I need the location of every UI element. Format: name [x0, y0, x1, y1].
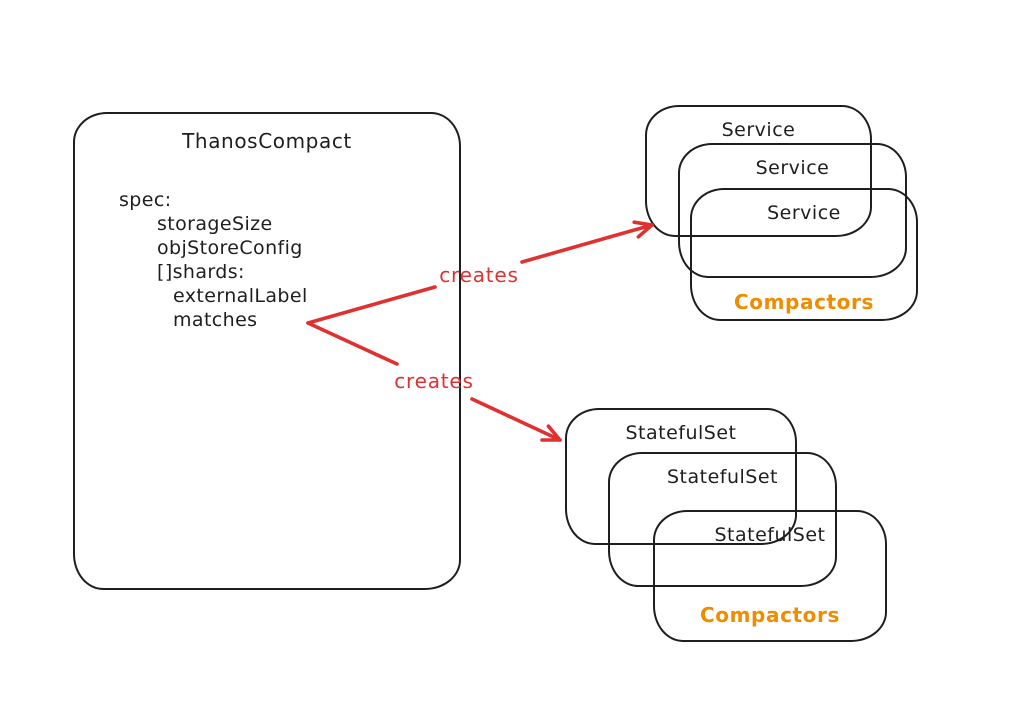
thanoscompact-box: ThanosCompact spec: storageSize objStore…	[73, 112, 461, 590]
compactors-label-services: Compactors	[734, 290, 874, 314]
statefulset-box-label: StatefulSet	[714, 524, 826, 546]
statefulset-box-2: StatefulSet	[608, 452, 837, 587]
statefulset-box-3: StatefulSet Compactors	[653, 510, 887, 642]
service-box-3: Service Compactors	[690, 188, 918, 321]
spec-line: spec:	[119, 189, 172, 211]
spec-block: spec: storageSize objStoreConfig []shard…	[119, 188, 308, 332]
service-box-label: Service	[721, 119, 796, 141]
arrowhead-icon	[632, 220, 654, 239]
compactors-label-statefulsets: Compactors	[700, 603, 840, 627]
arrowhead-icon	[540, 424, 562, 442]
spec-line: matches	[173, 309, 258, 331]
spec-line: []shards:	[157, 261, 245, 283]
thanoscompact-title: ThanosCompact	[182, 129, 352, 153]
spec-line: objStoreConfig	[157, 237, 303, 259]
statefulset-box-label: StatefulSet	[666, 466, 778, 488]
service-box-label: Service	[767, 202, 841, 224]
spec-line: externalLabel	[173, 285, 308, 307]
spec-line: storageSize	[157, 213, 273, 235]
creates-label-lower: creates	[394, 369, 474, 393]
creates-label-upper: creates	[439, 263, 519, 287]
service-box-label: Service	[755, 157, 830, 179]
statefulset-box-label: StatefulSet	[625, 422, 737, 444]
